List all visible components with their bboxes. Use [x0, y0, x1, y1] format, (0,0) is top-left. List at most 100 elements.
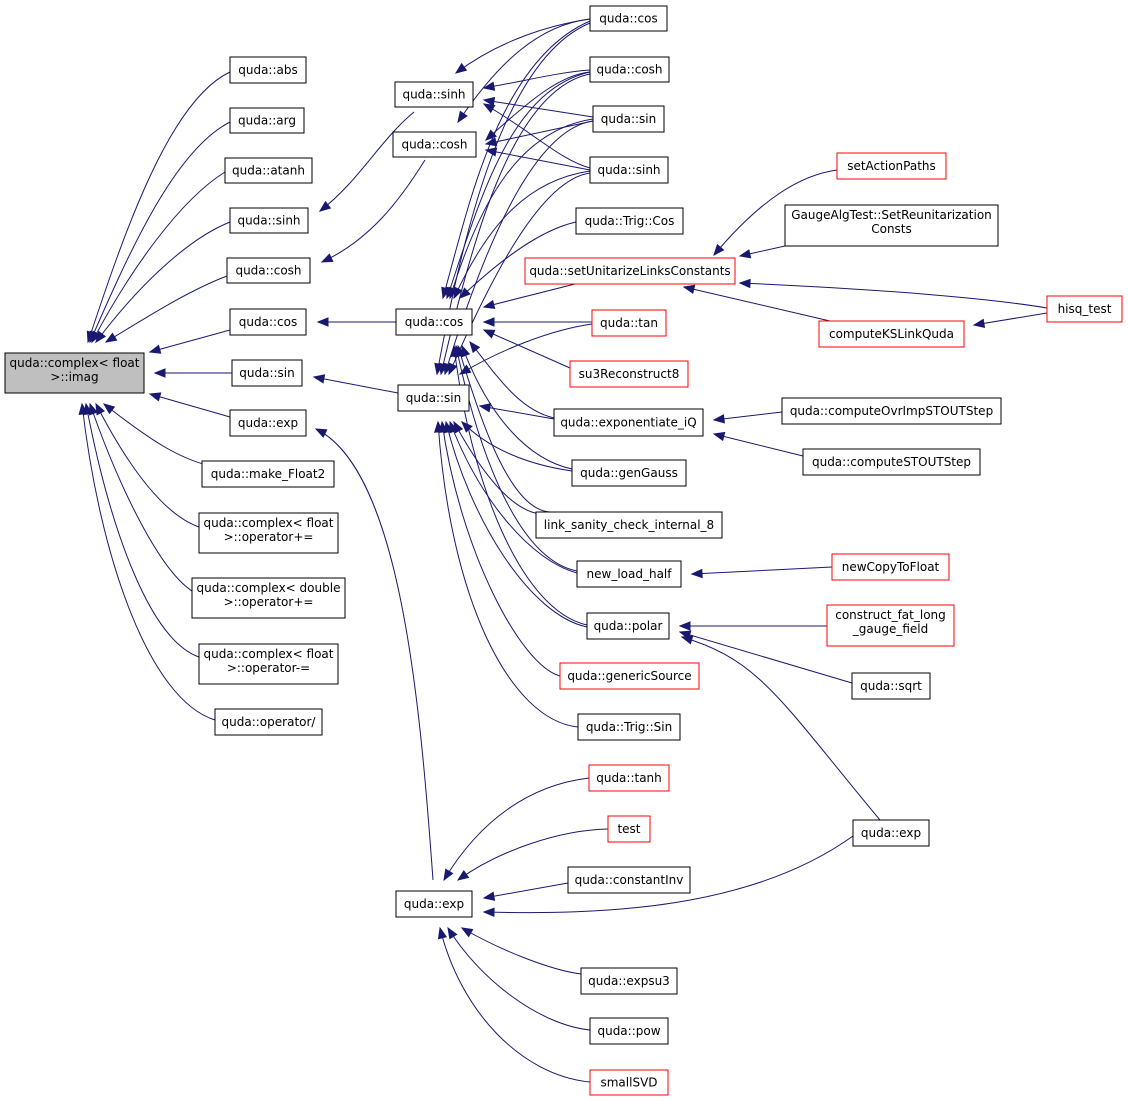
node-exp1[interactable]: quda::exp: [229, 409, 307, 437]
node-newcopytofloat[interactable]: newCopyToFloat: [831, 553, 950, 581]
node-sinh1[interactable]: quda::sinh: [229, 207, 309, 234]
node-box: [607, 815, 651, 843]
node-tan[interactable]: quda::tan: [591, 309, 667, 337]
edge-line: [483, 835, 854, 914]
edge-line: [455, 18, 591, 74]
edge-exp3-to-exp2: [482, 835, 854, 918]
node-test[interactable]: test: [607, 815, 651, 843]
arrowhead-icon: [738, 249, 752, 259]
node-constructfat[interactable]: construct_fat_long_gauge_field: [826, 604, 955, 647]
node-newloadhalf[interactable]: new_load_half: [576, 560, 682, 588]
node-label: quda::pow: [597, 1024, 660, 1038]
node-box: [397, 384, 470, 412]
edge-line: [91, 171, 226, 343]
node-label: quda::sinh: [237, 214, 300, 228]
node-box: [831, 553, 950, 581]
node-setunitarize[interactable]: quda::setUnitarizeLinksConstants: [524, 257, 736, 285]
node-cosh3[interactable]: quda::cosh: [589, 56, 670, 83]
node-label: quda::sin: [406, 391, 461, 405]
node-sin2[interactable]: quda::sin: [397, 384, 470, 412]
node-setactionpaths[interactable]: setActionPaths: [836, 152, 947, 180]
edge-exponentiate-to-sin2: [478, 403, 555, 420]
node-linksanity[interactable]: link_sanity_check_internal_8: [535, 511, 723, 539]
node-label: quda::computeOvrImpSTOUTStep: [790, 404, 993, 418]
node-atanh[interactable]: quda::atanh: [224, 157, 313, 184]
node-root[interactable]: quda::complex< float>::imag: [4, 352, 145, 394]
edge-line: [713, 411, 783, 421]
node-smallsvd[interactable]: smallSVD: [589, 1069, 669, 1096]
node-trig_sin[interactable]: quda::Trig::Sin: [577, 713, 681, 741]
node-arg[interactable]: quda::arg: [229, 107, 305, 134]
node-abs[interactable]: quda::abs: [229, 56, 307, 84]
node-make_float2[interactable]: quda::make_Float2: [201, 460, 335, 488]
node-genericsource[interactable]: quda::genericSource: [559, 662, 700, 690]
node-cf_opminus[interactable]: quda::complex< float>::operator-=: [198, 643, 339, 685]
node-opdiv[interactable]: quda::operator/: [214, 708, 323, 736]
node-box: [553, 408, 704, 437]
node-cosh1[interactable]: quda::cosh: [226, 257, 311, 284]
edge-sinh3-to-sin2: [448, 172, 591, 376]
edge-cosh3-to-sinh2: [482, 69, 591, 91]
node-box: [191, 577, 346, 619]
node-box: [580, 967, 678, 995]
edge-line: [461, 421, 573, 472]
edge-line: [739, 282, 1048, 309]
node-polar[interactable]: quda::polar: [586, 612, 670, 640]
edge-tan-to-cos2: [482, 317, 592, 327]
edge-trig_cos-to-cos2: [459, 221, 577, 299]
node-cosh2[interactable]: quda::cosh: [392, 131, 477, 158]
edge-line: [319, 111, 415, 212]
node-box: [198, 512, 339, 554]
node-exp2[interactable]: quda::exp: [395, 890, 473, 918]
arrowhead-icon: [153, 368, 166, 378]
node-sinh3[interactable]: quda::sinh: [589, 156, 669, 184]
node-sin3[interactable]: quda::sin: [592, 105, 665, 133]
node-gengauss[interactable]: quda::genGauss: [571, 459, 687, 487]
edge-cf_opplus-to-root: [95, 402, 200, 528]
edge-cos3-to-sinh2: [454, 18, 591, 74]
node-exponentiate[interactable]: quda::exponentiate_iQ: [553, 408, 704, 437]
node-computestout[interactable]: quda::computeSTOUTStep: [802, 448, 981, 476]
node-cos2[interactable]: quda::cos: [395, 308, 473, 336]
edges-layer: [78, 18, 1048, 1083]
node-box: [569, 360, 689, 388]
node-sqrt[interactable]: quda::sqrt: [851, 672, 931, 700]
node-trig_cos[interactable]: quda::Trig::Cos: [575, 207, 684, 235]
node-label: quda::genGauss: [580, 466, 678, 480]
node-computeovrimp[interactable]: quda::computeOvrImpSTOUTStep: [781, 397, 1002, 425]
node-label: quda::operator/: [222, 715, 317, 729]
node-label: quda::cos: [239, 315, 297, 329]
node-cos3[interactable]: quda::cos: [589, 5, 668, 32]
edge-line: [461, 927, 582, 975]
node-sin1[interactable]: quda::sin: [231, 359, 303, 387]
node-pow[interactable]: quda::pow: [589, 1017, 669, 1045]
edge-cf_opminus-to-root: [83, 402, 200, 658]
edge-line: [445, 421, 588, 628]
node-cd_opplus[interactable]: quda::complex< double>::operator+=: [191, 577, 346, 619]
edge-line: [89, 403, 193, 592]
node-tanh[interactable]: quda::tanh: [588, 764, 670, 792]
node-box: [591, 309, 667, 337]
edge-line: [321, 159, 426, 263]
edge-test-to-exp2: [456, 828, 609, 881]
node-cf_opplus[interactable]: quda::complex< float>::operator+=: [198, 512, 339, 554]
edge-abs-to-root: [86, 71, 231, 344]
node-label: quda::exponentiate_iQ: [560, 416, 696, 430]
arrowhead-icon: [485, 129, 497, 141]
node-expsu3[interactable]: quda::expsu3: [580, 967, 678, 995]
node-box: [229, 56, 307, 84]
edge-sinh2-to-sinh1: [318, 111, 415, 212]
edge-newcopytofloat-to-newloadhalf: [690, 566, 833, 579]
node-su3recon8[interactable]: su3Reconstruct8: [569, 360, 689, 388]
node-exp3[interactable]: quda::exp: [852, 819, 930, 847]
node-hisq_test[interactable]: hisq_test: [1046, 295, 1123, 323]
node-constantinv[interactable]: quda::constantInv: [567, 866, 691, 894]
node-sinh2[interactable]: quda::sinh: [394, 81, 474, 108]
node-label: quda::tan: [600, 316, 658, 330]
node-label: quda::cosh: [235, 264, 301, 278]
node-computekslink[interactable]: computeKSLinkQuda: [818, 320, 965, 348]
node-cos1[interactable]: quda::cos: [229, 308, 307, 336]
edge-setunitarize-to-cos2: [482, 283, 576, 310]
node-label: quda::exp: [861, 826, 921, 840]
